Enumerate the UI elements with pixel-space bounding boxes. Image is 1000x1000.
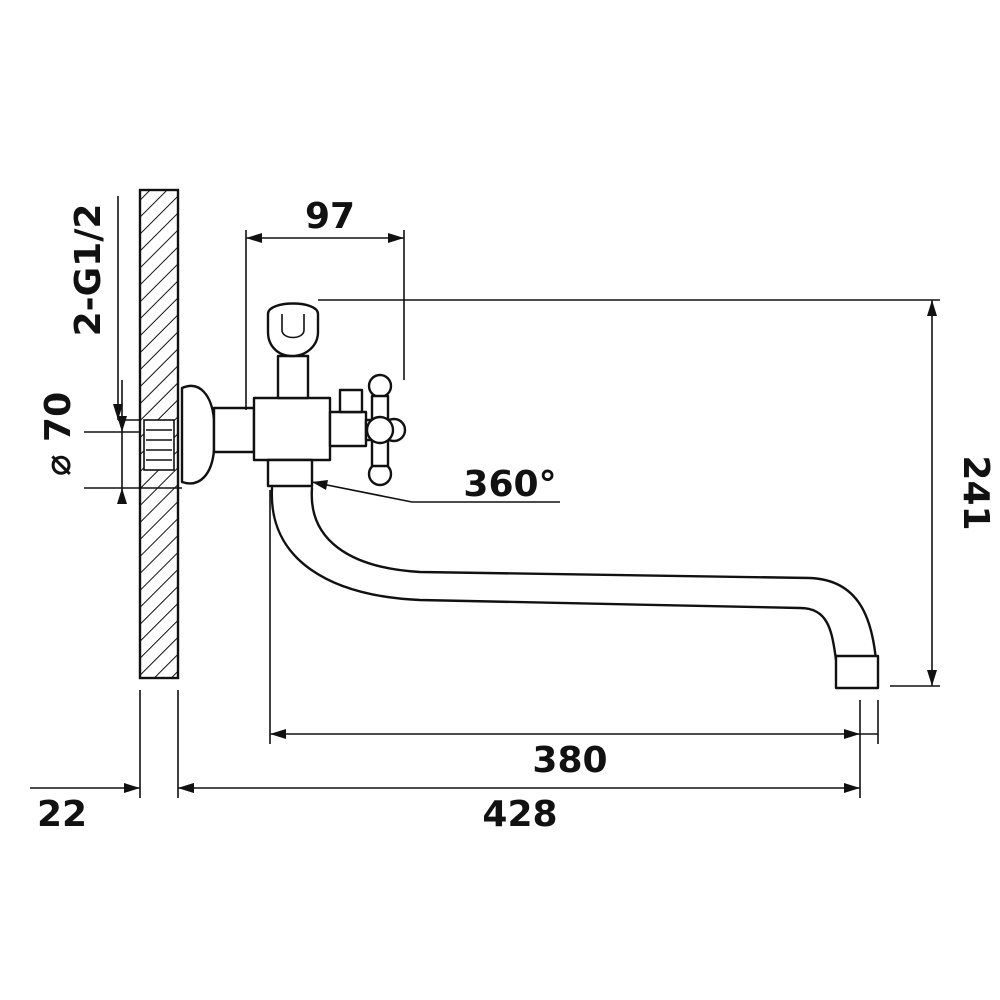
cross-handle bbox=[364, 373, 407, 487]
dimension-top-width: 97 bbox=[245, 196, 405, 410]
dimension-top-width-label: 97 bbox=[305, 196, 355, 237]
dimension-thread: 2-G1/2 bbox=[68, 196, 140, 421]
dimension-total-length-label: 428 bbox=[482, 794, 557, 835]
dimension-spout-length: 380 bbox=[269, 490, 879, 781]
dimension-height-label: 241 bbox=[955, 455, 996, 530]
dimension-rotation: 360° bbox=[311, 464, 560, 505]
dimension-diameter-label: ⌀ 70 bbox=[38, 392, 79, 476]
dimension-wall-offset-label: 22 bbox=[37, 794, 87, 835]
dimension-height: 241 bbox=[318, 299, 996, 687]
dimension-diameter: ⌀ 70 bbox=[38, 380, 182, 504]
faucet-body bbox=[180, 302, 368, 488]
wall-section bbox=[138, 188, 180, 680]
dimension-spout-length-label: 380 bbox=[532, 740, 607, 781]
dimension-total-length: 428 bbox=[177, 690, 861, 835]
spout bbox=[270, 486, 880, 690]
dimension-thread-label: 2-G1/2 bbox=[68, 204, 109, 337]
dimension-wall-offset: 22 bbox=[30, 690, 194, 835]
dimension-rotation-label: 360° bbox=[463, 464, 556, 505]
